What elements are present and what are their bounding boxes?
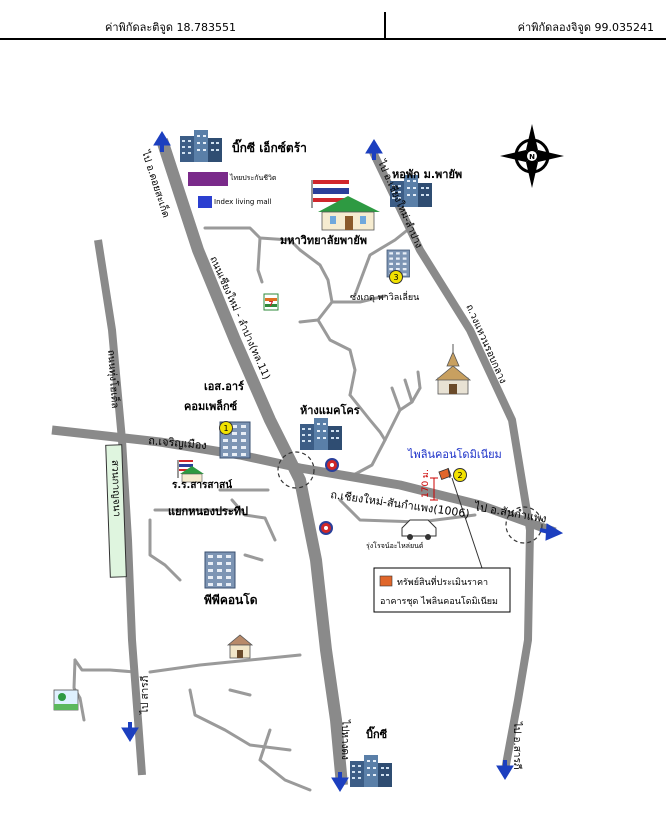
label-bigc: บิ๊กซี xyxy=(366,726,388,741)
label-school: ร.ร.สารสาสน์ xyxy=(172,479,232,491)
label-payap-university: มหาวิทยาลัยพายัพ xyxy=(280,234,367,247)
distance-indicator xyxy=(430,477,438,501)
pp-condo-tower-icon xyxy=(204,551,236,589)
label-park: สวนกาญจนา xyxy=(109,460,122,517)
label-makro: ห้างแมคโคร xyxy=(300,403,360,417)
park-area xyxy=(105,444,127,578)
property-marker-icon xyxy=(438,468,452,480)
index-mall-box xyxy=(198,196,212,208)
north-compass-icon: N xyxy=(500,124,564,188)
car-icon xyxy=(401,519,437,540)
label-bigc-extra: บิ๊กซี เอ็กซ์ตร้า xyxy=(232,138,307,155)
distance-label: 170 ม. xyxy=(421,469,431,498)
header-rule xyxy=(0,38,666,40)
arrow-sarapee-icon xyxy=(121,722,139,742)
arrow-dorm-icon xyxy=(365,139,383,160)
label-to-sarapee: ไป สารภี xyxy=(139,676,151,715)
university-icon xyxy=(311,180,380,231)
label-pp-condo: พีพีคอนโด xyxy=(204,592,258,607)
marker-1: 1 xyxy=(219,421,233,435)
makro-building-icon xyxy=(300,418,342,450)
coordinate-header: ค่าพิกัดละติจูด 18.783551 ค่าพิกัดลองจิจ… xyxy=(0,0,666,40)
house-icon xyxy=(226,634,254,659)
bigc-extra-building-icon xyxy=(180,130,222,162)
svg-text:7: 7 xyxy=(269,300,274,308)
legend-leader-line xyxy=(451,477,483,569)
latitude-label: ค่าพิกัดละติจูด 18.783551 xyxy=(105,21,236,34)
legend-line-1: ทรัพย์สินที่ประเมินราคา xyxy=(397,575,488,588)
label-nong-prathip: แยกหนองประทีป xyxy=(168,505,248,518)
label-charoen-muang-road: ถ.เจริญเมือง xyxy=(148,434,208,452)
label-plin-condominium: ไพลินคอนโดมิเนียม xyxy=(407,447,502,461)
small-park-icon xyxy=(53,689,79,711)
main-roads xyxy=(51,138,557,786)
svg-text:3: 3 xyxy=(393,273,398,282)
label-to-hang-dong: ไปหางดง xyxy=(339,719,351,760)
seven-eleven-icon: 7 xyxy=(263,293,279,311)
marker-3: 3 xyxy=(389,270,403,284)
arrow-sarapee-east-icon xyxy=(496,760,514,780)
school-icon xyxy=(177,460,204,483)
label-to-sarapee-east: ไป อ.สารภี xyxy=(511,721,523,769)
arrow-north-icon xyxy=(153,131,171,152)
label-thai-prakan: ไทยประกันชีวิต xyxy=(229,173,277,182)
legend-line-2: อาคารชุด ไพลินคอนโดมิเนียม xyxy=(380,596,498,607)
label-sr-complex-1: เอส.อาร์ xyxy=(204,380,244,393)
header-divider xyxy=(384,12,386,39)
svg-text:2: 2 xyxy=(457,471,462,480)
nongprathip-junction xyxy=(277,451,315,489)
marker-2: 2 xyxy=(453,468,467,482)
direction-arrows xyxy=(121,131,564,792)
minor-roads xyxy=(72,226,477,792)
longitude-label: ค่าพิกัดลองจิจูด 99.035241 xyxy=(517,21,654,34)
arrow-hangdong-icon xyxy=(331,772,349,792)
label-tengket-pavilion: ซ่งเกตุ พาวิลเลี่ยน xyxy=(350,290,419,303)
bigc-building-icon xyxy=(350,755,392,787)
label-to-sankamphaeng: ไป อ.สันกำแพง xyxy=(472,500,547,526)
label-index-mall: Index living mall xyxy=(214,198,272,206)
east-junction xyxy=(505,506,543,544)
thai-prakan-box xyxy=(188,172,228,186)
label-car-shop: รุ่งโรจน์อะไหล่ยนต์ xyxy=(366,541,424,550)
fuel-station-icon xyxy=(325,458,339,472)
label-dorm-payap: หอพัก ม.พายัพ xyxy=(392,168,462,181)
legend-box: ทรัพย์สินที่ประเมินราคา อาคารชุด ไพลินคอ… xyxy=(373,567,511,613)
temple-icon xyxy=(434,344,472,395)
svg-text:1: 1 xyxy=(223,424,228,433)
legend-swatch xyxy=(379,575,393,587)
arrow-sankamphaeng-icon xyxy=(539,523,564,541)
label-sr-complex-2: คอมเพล็กซ์ xyxy=(184,399,238,413)
fuel-station-icon-2 xyxy=(319,521,333,535)
svg-text:N: N xyxy=(529,153,535,161)
